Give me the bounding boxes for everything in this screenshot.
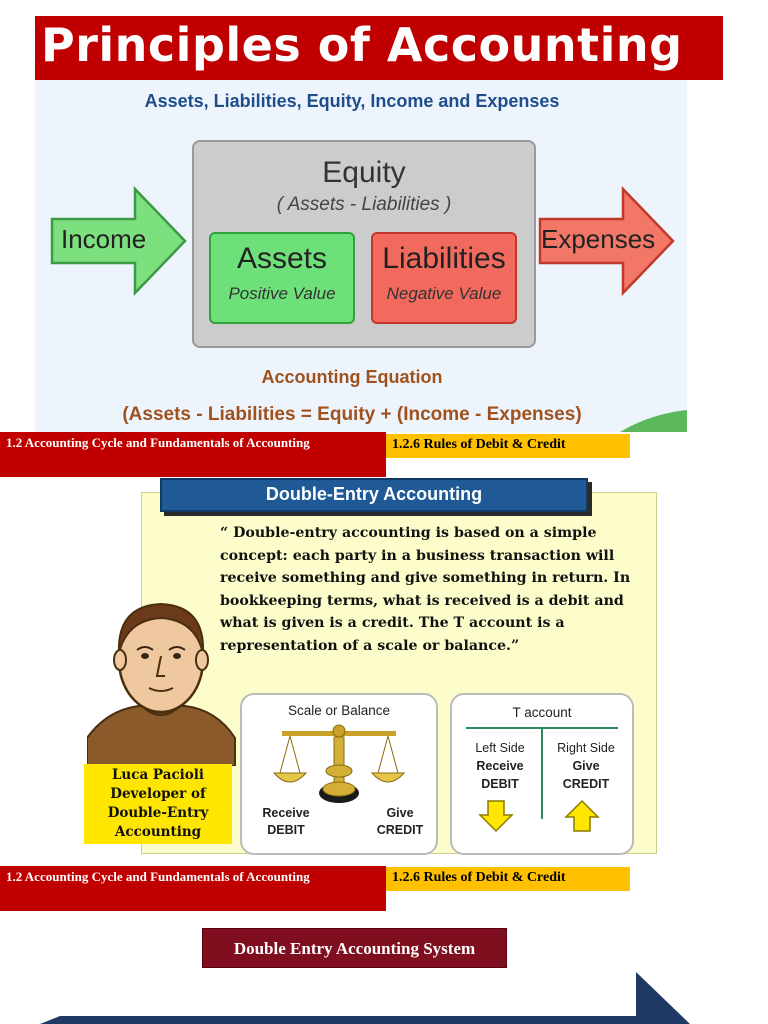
chapter-banner: 1.2 Accounting Cycle and Fundamentals of… [0, 432, 386, 477]
liabilities-sub-label: Negative Value [386, 284, 502, 303]
pacioli-role-line-3: Accounting [114, 824, 202, 840]
balance-scale-icon [272, 724, 406, 803]
t-account-top-bar [466, 727, 618, 729]
t-left-heading: Left Side [475, 741, 525, 755]
title-banner: Principles of Accounting [35, 16, 723, 80]
figure-header: Assets, Liabilities, Equity, Income and … [144, 91, 560, 111]
scale-title: Scale or Balance [287, 703, 391, 718]
equation-caption: Accounting Equation [261, 367, 443, 387]
scale-receive-label: Receive DEBIT [256, 805, 316, 839]
scale-debit-text: DEBIT [267, 823, 305, 837]
t-debit-text: DEBIT [481, 777, 519, 791]
liabilities-box: Liabilities Negative Value [371, 232, 517, 324]
accounting-equation-figure: Assets, Liabilities, Equity, Income and … [35, 80, 687, 432]
t-account-card: T account Left Side Receive DEBIT Right … [450, 693, 634, 855]
luca-pacioli-portrait [87, 602, 236, 766]
t-right-heading: Right Side [557, 741, 615, 755]
liabilities-label: Liabilities [382, 242, 506, 275]
assets-sub-label: Positive Value [228, 284, 336, 303]
system-label: Double Entry Accounting System [202, 928, 507, 968]
topic-banner-2: 1.2.6 Rules of Debit & Credit [386, 867, 630, 891]
equity-label: Equity [322, 156, 406, 189]
down-arrow-icon [478, 800, 514, 833]
assets-label: Assets [236, 242, 328, 275]
topic-banner: 1.2.6 Rules of Debit & Credit [386, 434, 630, 458]
t-give-text: Give [572, 759, 600, 773]
up-arrow-icon [564, 799, 600, 832]
page-title: Principles of Accounting [41, 18, 683, 72]
income-label: Income [61, 224, 147, 254]
t-account-right-side: Right Side Give CREDIT [544, 739, 628, 793]
double-entry-quote: “ Double-entry accounting is based on a … [220, 525, 631, 654]
process-arrow-icon [40, 972, 690, 1024]
pacioli-name: Luca Pacioli [111, 767, 205, 783]
equity-box: Equity ( Assets - Liabilities ) Assets P… [192, 140, 536, 348]
scale-receive-text: Receive [262, 806, 310, 820]
t-account-left-side: Left Side Receive DEBIT [458, 739, 542, 793]
grass-decoration [620, 410, 687, 432]
pacioli-role-line-1: Developer of [110, 786, 206, 802]
expenses-arrow-icon [538, 186, 675, 296]
chapter-banner-2: 1.2 Accounting Cycle and Fundamentals of… [0, 866, 386, 911]
income-arrow-icon [50, 186, 187, 296]
double-entry-header: Double-Entry Accounting [160, 478, 588, 512]
t-account-divider [541, 729, 543, 819]
t-credit-text: CREDIT [562, 777, 610, 791]
equity-formula: ( Assets - Liabilities ) [276, 194, 452, 215]
scale-give-label: Give CREDIT [370, 805, 430, 839]
scale-card: Scale or Balance Receive DEBIT Give CRED… [240, 693, 438, 855]
t-receive-text: Receive [476, 759, 524, 773]
t-account-title: T account [512, 705, 572, 720]
scale-credit-text: CREDIT [376, 823, 424, 837]
assets-box: Assets Positive Value [209, 232, 355, 324]
expenses-label: Expenses [541, 224, 656, 254]
pacioli-role-line-2: Double-Entry [107, 805, 209, 821]
equation-formula: (Assets - Liabilities = Equity + (Income… [122, 404, 582, 425]
pacioli-caption: Luca Pacioli Developer of Double-Entry A… [84, 764, 232, 844]
scale-give-text: Give [386, 806, 414, 820]
